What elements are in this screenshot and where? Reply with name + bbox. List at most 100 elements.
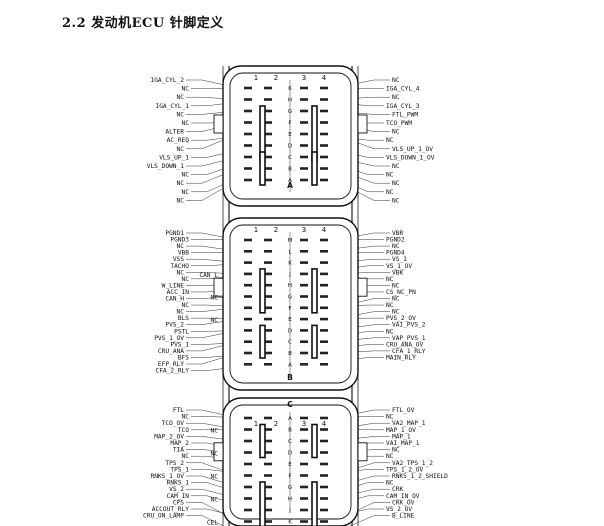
pin-label-left: CRU_ANA	[158, 348, 184, 355]
pin	[320, 485, 328, 489]
pin-label-left: NC	[177, 197, 185, 204]
pin-label-right: NC	[392, 163, 400, 170]
pin	[300, 428, 308, 431]
pin	[300, 261, 308, 264]
pin-label-mid: NC	[211, 295, 219, 302]
row-letter: B	[288, 428, 292, 434]
pin-label-left: TPS_2	[165, 460, 184, 467]
pin-label-left: VBB	[178, 250, 189, 257]
row-letter: F	[288, 306, 291, 312]
pin	[300, 283, 308, 287]
pin-label-left: W_LINE	[162, 282, 185, 289]
pin	[244, 329, 252, 332]
pin-label-right: VA2_TPS_1_2	[392, 460, 433, 467]
pin-label-right: VAI_MAP_1	[386, 440, 420, 447]
pin-label-left: NC	[177, 269, 185, 276]
pin	[244, 238, 252, 242]
pin-label-left: CFA_2_RLY	[155, 368, 189, 375]
row-letter: K	[288, 261, 292, 267]
pin-label-right: TCO_PWM	[386, 120, 412, 127]
pin	[244, 261, 252, 264]
pin-label-right: FTL_OV	[392, 407, 415, 414]
column-number: 4	[322, 420, 327, 428]
pin	[320, 121, 328, 124]
pin	[264, 167, 272, 170]
pin	[300, 508, 308, 512]
section-heading: 2.2 发动机ECU 针脚定义	[62, 16, 224, 31]
pin-label-right: NC	[392, 309, 400, 316]
pin-label-right: MAP_1	[392, 433, 411, 440]
pin-label-right: VAI_PVS_2	[392, 322, 426, 329]
pin-label-right: CRU_ANA_OV	[386, 341, 424, 348]
pin	[244, 508, 252, 512]
pin-label-left: ALTER	[165, 129, 184, 136]
pin-label-right: NC	[392, 180, 400, 187]
pin	[244, 283, 252, 287]
pin-label-left: TCO_OV	[162, 420, 185, 427]
pin	[300, 439, 308, 443]
connector-name: C	[287, 400, 293, 409]
pin-label-right: VBR	[392, 230, 403, 237]
coding-key	[311, 324, 318, 359]
pin	[264, 144, 272, 147]
row-letter: E	[288, 462, 292, 468]
pin	[320, 306, 328, 310]
pin-label-right: NC	[386, 189, 394, 196]
pin-label-right: IGA_CYL_3	[386, 103, 420, 110]
pin	[264, 428, 272, 431]
row-letter: C	[288, 340, 292, 346]
column-number: 3	[302, 420, 306, 428]
pin	[320, 98, 328, 101]
column-number: 1	[254, 226, 258, 234]
pin-label-right: NC	[392, 197, 400, 204]
row-letter: D	[288, 451, 292, 457]
pin	[264, 317, 272, 321]
pin-label-right: IGA_CYL_4	[386, 86, 420, 93]
pin	[320, 451, 328, 454]
pin	[320, 428, 328, 431]
pin	[300, 167, 308, 170]
pin-label-left: VS_2	[169, 486, 184, 493]
row-letter: F	[288, 121, 291, 127]
row-letter: K	[288, 86, 292, 92]
pin	[320, 155, 328, 159]
pin	[300, 109, 308, 113]
pin	[244, 167, 252, 170]
pin	[300, 351, 308, 355]
pin	[264, 155, 272, 159]
pin	[300, 178, 308, 182]
column-number: 1	[254, 420, 258, 428]
coding-key	[259, 423, 266, 459]
row-letter: E	[288, 132, 292, 138]
column-number: 3	[302, 226, 306, 234]
pin-label-right: NC	[386, 453, 394, 460]
pin-label-left: CRU_ON_LAMP	[143, 513, 184, 520]
pin-label-left: TACHO	[170, 263, 189, 270]
pin	[244, 250, 252, 253]
latch	[213, 442, 224, 462]
pin-label-left: VLS_DOWN_1	[147, 163, 185, 170]
row-letter: L	[288, 249, 292, 255]
pin-label-left: NC	[177, 309, 185, 316]
pin-label-right: NC	[392, 296, 400, 303]
pin-label-right: NC	[386, 328, 394, 335]
pin-label-left: PGND3	[170, 237, 189, 244]
pin	[244, 451, 252, 454]
pin	[320, 439, 328, 443]
pin	[244, 272, 252, 276]
connector-housing-A	[222, 65, 359, 207]
pin-label-left: TCO	[178, 427, 189, 434]
pin	[264, 351, 272, 355]
pin-label-right: VS_2_OV	[386, 506, 412, 513]
row-letter: A	[288, 362, 292, 368]
row-letter: A	[288, 416, 292, 422]
pin-label-right: NC	[392, 243, 400, 250]
pin	[244, 98, 252, 101]
pin-label-left: NC	[177, 111, 185, 118]
pin	[264, 520, 272, 523]
pin	[244, 306, 252, 310]
pin-label-left: AC_REQ	[167, 137, 190, 144]
coding-key	[259, 481, 266, 526]
pin	[320, 167, 328, 170]
